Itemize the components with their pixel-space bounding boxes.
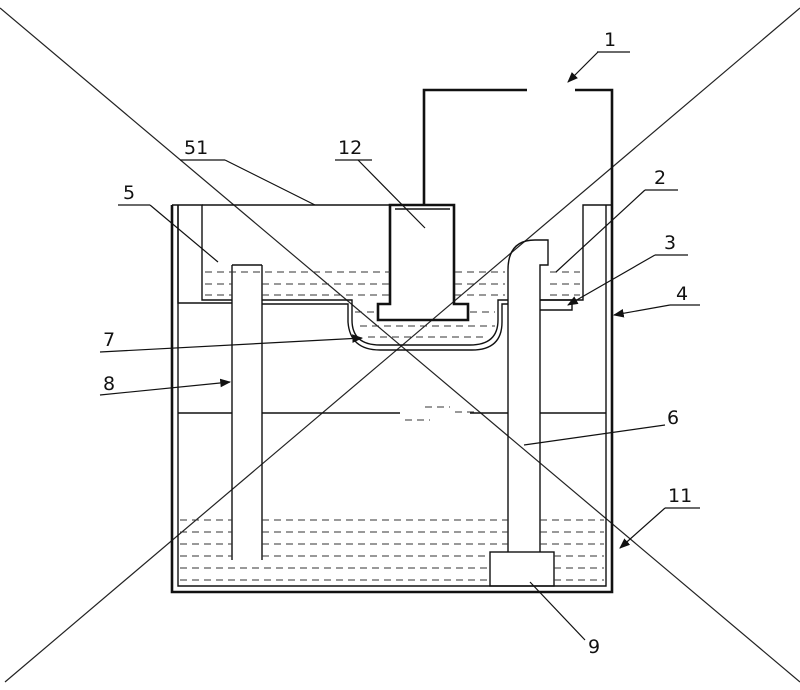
label-8: 8 xyxy=(103,373,115,395)
label-3: 3 xyxy=(664,232,676,254)
upper-chamber-left-wall-inner xyxy=(177,205,232,304)
pump-9 xyxy=(489,551,555,587)
label-11: 11 xyxy=(668,485,692,507)
leader-8 xyxy=(99,378,232,396)
leader-12 xyxy=(357,159,426,229)
inlet-pipe-right xyxy=(575,88,614,205)
pipe-3 xyxy=(540,299,573,311)
leader-4 xyxy=(612,304,671,318)
upper-chamber-left-wall xyxy=(172,204,232,301)
pipe-6 xyxy=(507,239,549,552)
leader-2 xyxy=(555,189,646,273)
leader-6 xyxy=(523,424,666,446)
label-51: 51 xyxy=(184,137,208,159)
leader-9 xyxy=(529,581,586,641)
outer-tank xyxy=(170,205,614,594)
inner-block-12 xyxy=(376,203,470,322)
lower-water-dashes xyxy=(180,519,604,581)
label-9: 9 xyxy=(588,636,600,658)
leader-3 xyxy=(567,254,656,306)
midline-break xyxy=(405,406,480,421)
leader-11 xyxy=(619,507,666,549)
leader-1 xyxy=(567,51,599,83)
label-12: 12 xyxy=(338,137,362,159)
pipe-8 xyxy=(231,264,263,560)
label-1: 1 xyxy=(604,29,616,51)
upper-water-dashes xyxy=(205,271,580,338)
leader-5 xyxy=(149,204,219,263)
outer-tank-inner-wall xyxy=(177,205,607,587)
chamber-floor-left xyxy=(262,299,508,346)
inlet-pipe-left xyxy=(422,88,527,205)
leader-51 xyxy=(224,159,316,206)
label-4: 4 xyxy=(676,283,688,305)
label-7: 7 xyxy=(103,329,115,351)
trough-inner xyxy=(262,303,508,351)
label-6: 6 xyxy=(667,407,679,429)
label-2: 2 xyxy=(654,167,666,189)
label-5: 5 xyxy=(123,182,135,204)
leader-7 xyxy=(99,334,364,353)
